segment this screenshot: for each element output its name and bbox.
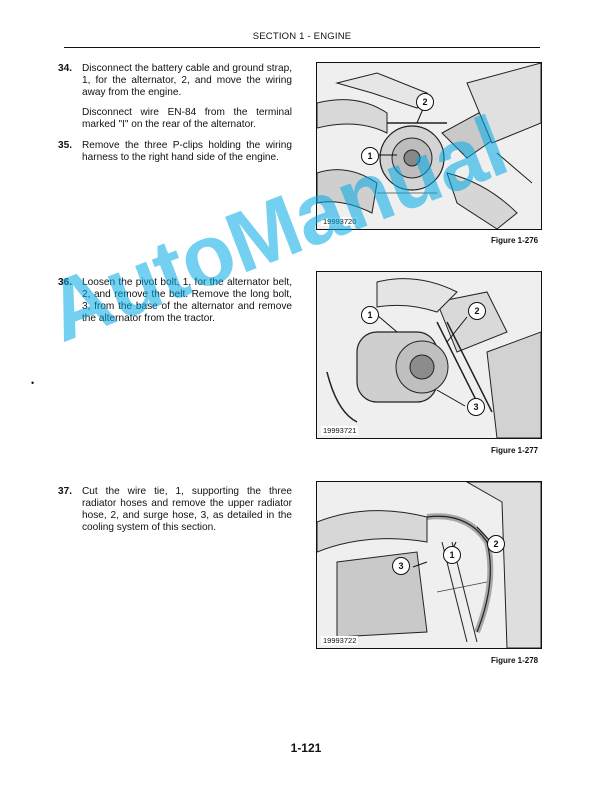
callout-2: 2 <box>468 302 486 320</box>
step-number: 36. <box>58 277 73 288</box>
step-number: 37. <box>58 486 73 497</box>
section-header: SECTION 1 - ENGINE <box>64 31 540 48</box>
step-number: 35. <box>58 140 73 151</box>
figure-caption: Figure 1-277 <box>491 446 539 455</box>
step-paragraph: Loosen the pivot bolt, 1, for the altern… <box>82 277 292 324</box>
step-paragraph: Disconnect wire EN-84 from the terminal … <box>82 107 292 130</box>
step-body: Remove the three P-clips holding the wir… <box>82 140 292 164</box>
step-number: 34. <box>58 63 73 74</box>
callout-3: 3 <box>392 557 410 575</box>
step-paragraph: Remove the three P-clips holding the wir… <box>82 140 292 163</box>
figure-id: 19993721 <box>321 426 359 435</box>
section-title: SECTION 1 - ENGINE <box>252 31 352 42</box>
figure-id: 19993720 <box>321 217 359 226</box>
alternator-wiring-illustration <box>317 63 541 229</box>
callout-3: 3 <box>467 398 485 416</box>
figure-1-276: 2 1 19993720 <box>316 62 542 230</box>
step-paragraph: Disconnect the battery cable and ground … <box>82 63 292 98</box>
figure-caption: Figure 1-276 <box>491 236 539 245</box>
callout-2: 2 <box>416 93 434 111</box>
step-37: 37. Cut the wire tie, 1, supporting the … <box>58 486 292 542</box>
callout-1: 1 <box>361 306 379 324</box>
step-body: Cut the wire tie, 1, supporting the thre… <box>82 486 292 534</box>
step-36: 36. Loosen the pivot bolt, 1, for the al… <box>58 277 292 333</box>
radiator-hoses-illustration <box>317 482 541 648</box>
callout-2: 2 <box>487 535 505 553</box>
step-body: Disconnect the battery cable and ground … <box>82 63 292 131</box>
step-paragraph: Cut the wire tie, 1, supporting the thre… <box>82 486 292 533</box>
step-35: 35. Remove the three P-clips holding the… <box>58 140 292 172</box>
stray-mark: • <box>31 378 35 388</box>
callout-1: 1 <box>361 147 379 165</box>
step-body: Loosen the pivot bolt, 1, for the altern… <box>82 277 292 325</box>
figure-caption: Figure 1-278 <box>491 656 539 665</box>
figure-1-278: 1 2 3 19993722 <box>316 481 542 649</box>
step-34: 34. Disconnect the battery cable and gro… <box>58 63 292 139</box>
alternator-removal-illustration <box>317 272 541 438</box>
figure-id: 19993722 <box>321 636 359 645</box>
callout-1: 1 <box>443 546 461 564</box>
figure-1-277: 1 2 3 19993721 <box>316 271 542 439</box>
page-number: 1-121 <box>290 741 322 755</box>
